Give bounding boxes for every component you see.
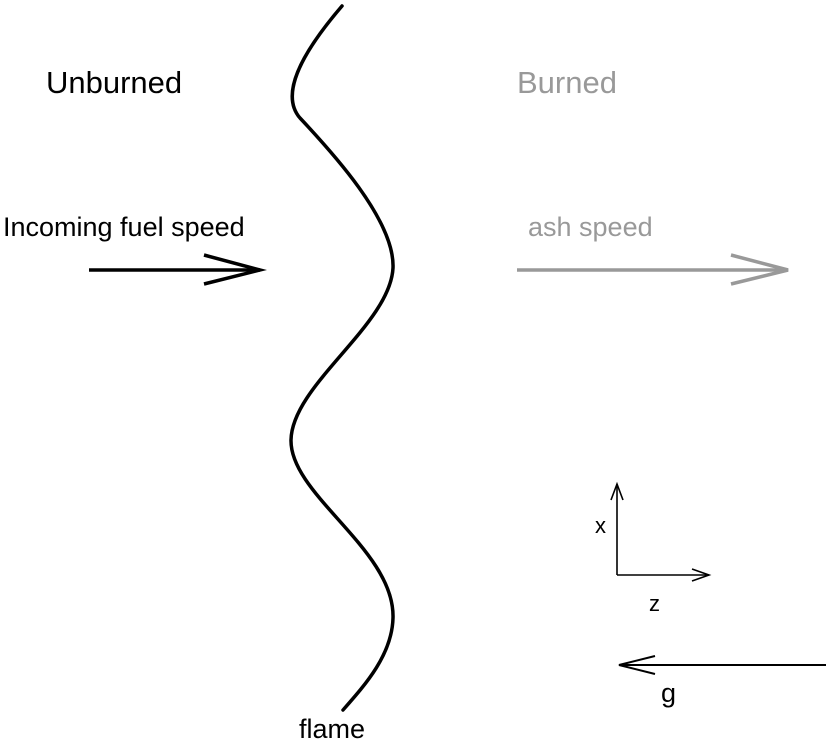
ash-speed-label: ash speed	[528, 212, 653, 242]
gravity-arrow	[618, 655, 826, 675]
flame-label: flame	[299, 714, 366, 744]
unburned-label: Unburned	[46, 65, 183, 100]
incoming-fuel-speed-label: Incoming fuel speed	[3, 212, 245, 242]
burned-label: Burned	[517, 65, 617, 100]
axis-z-label: z	[649, 591, 660, 616]
flame-front-curve	[289, 4, 395, 712]
coordinate-axes	[610, 481, 712, 582]
gravity-label: g	[661, 678, 677, 708]
axis-x-label: x	[595, 513, 606, 538]
ash-speed-arrow	[517, 253, 789, 286]
fuel-speed-arrow	[89, 253, 267, 286]
